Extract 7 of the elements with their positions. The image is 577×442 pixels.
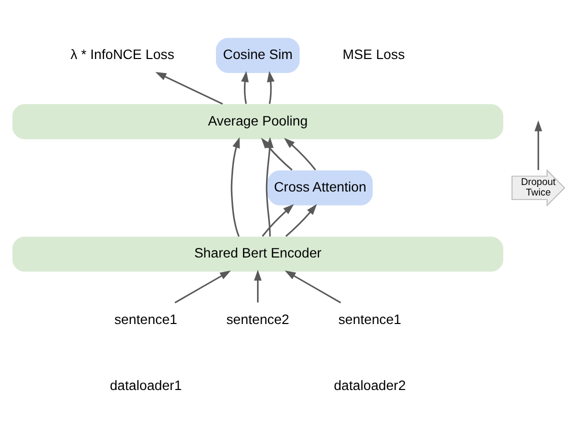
label: dataloader1: [110, 378, 182, 394]
label: MSE Loss: [342, 47, 405, 62]
label: dataloader2: [334, 378, 406, 394]
node-text: sentence2: [226, 312, 290, 327]
node-text: sentence1: [114, 312, 178, 327]
node-text: λ * InfoNCE Loss: [70, 47, 174, 62]
node-text: sentence1: [338, 312, 402, 327]
